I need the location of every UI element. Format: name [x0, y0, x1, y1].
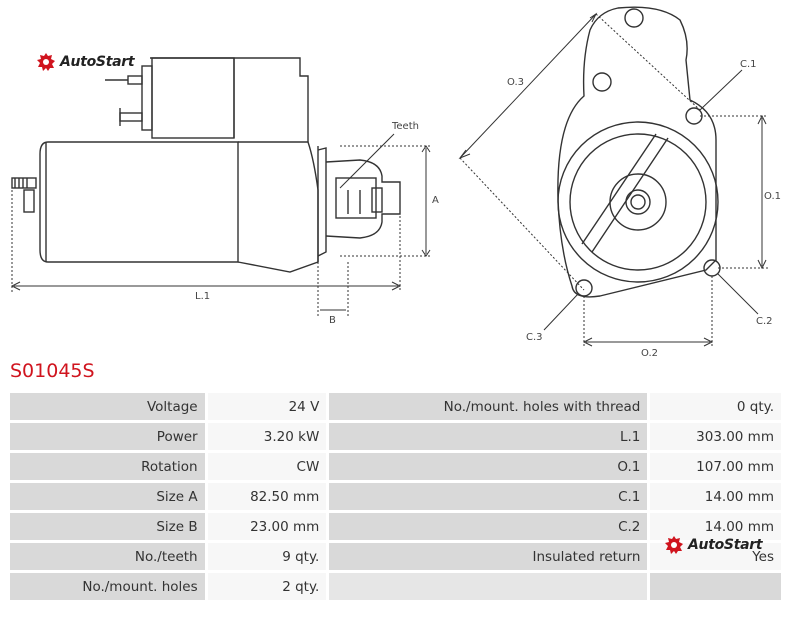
spec-label [329, 573, 648, 600]
spec-label: O.1 [329, 453, 648, 480]
spec-label: No./mount. holes [10, 573, 205, 600]
gear-icon [37, 53, 55, 71]
spec-label: C.2 [329, 513, 648, 540]
spec-value: 2 qty. [207, 573, 327, 600]
teeth-label: Teeth [391, 121, 419, 132]
spec-label: Voltage [10, 393, 205, 420]
spec-value: 14.00 mm [650, 483, 781, 510]
spec-label: Insulated return [329, 543, 648, 570]
dim-c2-label: C.2 [756, 316, 773, 327]
dim-l1-label: L.1 [195, 291, 210, 302]
brand-logo-watermark-text: AutoStart [688, 537, 763, 553]
spec-value: 82.50 mm [207, 483, 327, 510]
spec-label: Size A [10, 483, 205, 510]
dim-c1-label: C.1 [740, 59, 757, 70]
brand-logo: AutoStart [36, 52, 135, 72]
dim-a-label: A [432, 195, 439, 206]
spec-label: No./mount. holes with thread [329, 393, 648, 420]
spec-value: 303.00 mm [650, 423, 781, 450]
spec-value: 3.20 kW [207, 423, 327, 450]
spec-label: Rotation [10, 453, 205, 480]
spec-value: 14.00 mm [650, 513, 781, 540]
dim-o3-label: O.3 [507, 77, 524, 88]
dim-o1-label: O.1 [764, 191, 781, 202]
spec-value: 23.00 mm [207, 513, 327, 540]
dim-c3-label: C.3 [526, 332, 543, 343]
spec-label: L.1 [329, 423, 648, 450]
spec-value: 107.00 mm [650, 453, 781, 480]
spec-value: 24 V [207, 393, 327, 420]
spec-label: Power [10, 423, 205, 450]
spec-label: C.1 [329, 483, 648, 510]
spec-label: No./teeth [10, 543, 205, 570]
gear-icon [665, 536, 683, 554]
part-number: S01045S [10, 360, 95, 382]
spec-value: 0 qty. [650, 393, 781, 420]
brand-logo-watermark: AutoStart [664, 535, 763, 555]
spec-value: CW [207, 453, 327, 480]
spec-value: 9 qty. [207, 543, 327, 570]
spec-label: Size B [10, 513, 205, 540]
dim-o2-label: O.2 [641, 348, 658, 359]
brand-logo-text: AutoStart [60, 54, 135, 70]
spec-value [650, 573, 781, 600]
starter-front-view [458, 6, 768, 348]
technical-drawing: Teeth A L.1 B O.3 C.1 O.1 C.3 C.2 O.2 [10, 6, 781, 359]
starter-side-view [10, 57, 432, 318]
dim-b-label: B [329, 315, 336, 326]
